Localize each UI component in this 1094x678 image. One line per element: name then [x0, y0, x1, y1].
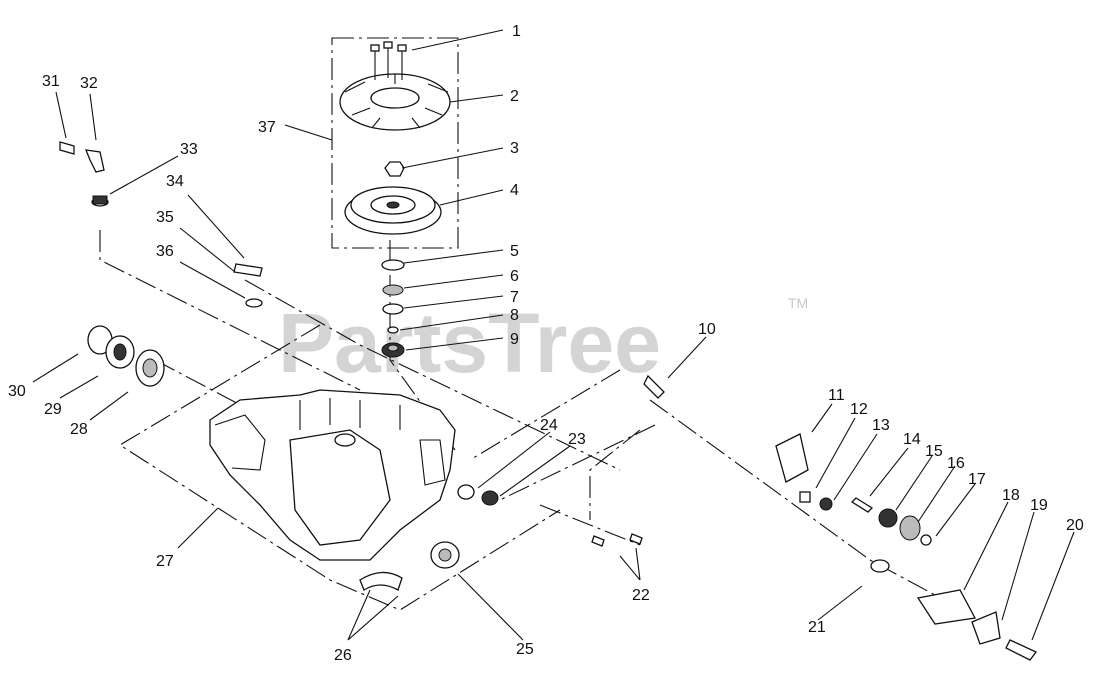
watermark-text: PartsTree [278, 296, 661, 390]
callout-32: 32 [80, 75, 98, 92]
callout-23: 23 [568, 431, 586, 448]
callout-11: 11 [828, 387, 845, 404]
drive-pulley [344, 186, 442, 235]
callout-25: 25 [516, 641, 534, 658]
vent-fittings [59, 141, 109, 207]
control-parts [775, 433, 1038, 661]
axle-bearings [87, 325, 165, 387]
callout-34: 34 [166, 173, 184, 190]
callout-7: 7 [510, 289, 519, 306]
callout-9: 9 [510, 331, 519, 348]
callout-33: 33 [180, 141, 198, 158]
callout-14: 14 [903, 431, 921, 448]
callout-31: 31 [42, 73, 60, 90]
callout-12: 12 [850, 401, 868, 418]
callout-19: 19 [1030, 497, 1048, 514]
pulley-group-box [331, 37, 459, 249]
callout-2: 2 [510, 88, 519, 105]
bolt-10 [643, 374, 665, 399]
bushing-25 [430, 541, 460, 569]
callout-13: 13 [872, 417, 890, 434]
cooling-fan [339, 73, 451, 131]
bracket-washer [233, 263, 263, 308]
callout-35: 35 [156, 209, 174, 226]
callout-18: 18 [1002, 487, 1020, 504]
callout-24: 24 [540, 417, 558, 434]
callout-10: 10 [698, 321, 716, 338]
callout-27: 27 [156, 553, 174, 570]
leader-lines [32, 29, 1075, 641]
fan-screws [370, 41, 407, 80]
callout-21: 21 [808, 619, 826, 636]
callout-16: 16 [947, 455, 965, 472]
callout-5: 5 [510, 243, 519, 260]
shims [359, 571, 403, 591]
callout-37: 37 [258, 119, 276, 136]
assembly-lines [99, 230, 936, 611]
callout-1: 1 [512, 23, 521, 40]
watermark-tm: TM [788, 295, 808, 311]
watermark: PartsTree TM [278, 295, 808, 390]
callout-20: 20 [1066, 517, 1084, 534]
callout-8: 8 [510, 307, 519, 324]
shaft-stack [381, 259, 405, 358]
callout-6: 6 [510, 268, 519, 285]
callout-4: 4 [510, 182, 519, 199]
bushings [457, 484, 499, 506]
callout-28: 28 [70, 421, 88, 438]
callout-17: 17 [968, 471, 986, 488]
callout-26: 26 [334, 647, 352, 664]
pins [591, 533, 643, 547]
transaxle-housing [209, 389, 456, 561]
callout-labels: 1 2 3 4 5 6 7 8 9 10 11 12 13 14 15 16 1… [8, 23, 1084, 664]
callout-30: 30 [8, 383, 26, 400]
callout-29: 29 [44, 401, 62, 418]
callout-22: 22 [632, 587, 650, 604]
callout-36: 36 [156, 243, 174, 260]
callout-15: 15 [925, 443, 943, 460]
callout-3: 3 [510, 140, 519, 157]
pulley-nut [384, 161, 405, 177]
